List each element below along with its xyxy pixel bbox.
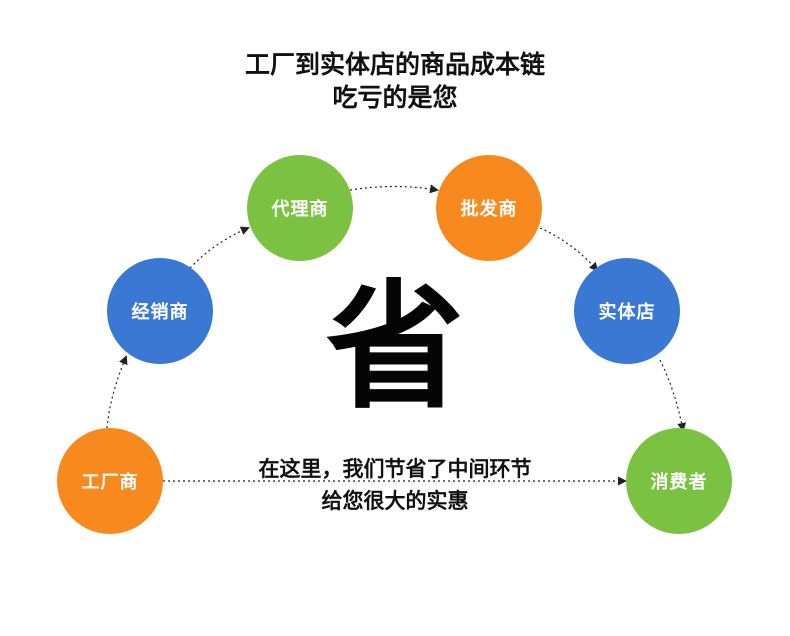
node-distributor-label: 经销商	[131, 302, 189, 323]
node-consumer: 消费者	[626, 428, 732, 534]
title-line-1: 工厂到实体店的商品成本链	[244, 50, 545, 79]
arrow-agent-to-wholesaler	[349, 184, 439, 194]
arrow-wholesaler-to-store	[539, 227, 599, 272]
title-line-2: 吃亏的是您	[332, 83, 458, 112]
node-agent-label: 代理商	[271, 199, 329, 220]
node-agent: 代理商	[247, 155, 353, 261]
node-distributor: 经销商	[107, 258, 213, 364]
node-wholesaler: 批发商	[436, 155, 542, 261]
node-factory: 工厂商	[57, 428, 163, 534]
arrow-store-to-consumer	[659, 359, 687, 432]
node-store-label: 实体店	[598, 302, 656, 323]
node-store: 实体店	[574, 258, 680, 364]
caption-line-2: 给您很大的实惠	[321, 489, 469, 513]
node-factory-label: 工厂商	[81, 472, 139, 493]
arrow-distributor-to-agent	[189, 226, 250, 269]
caption-line-1: 在这里，我们节省了中间环节	[258, 457, 532, 481]
center-save-character: 省	[325, 267, 464, 428]
node-wholesaler-label: 批发商	[460, 199, 518, 220]
arrow-factory-to-distributor	[106, 355, 128, 429]
node-consumer-label: 消费者	[650, 472, 708, 493]
